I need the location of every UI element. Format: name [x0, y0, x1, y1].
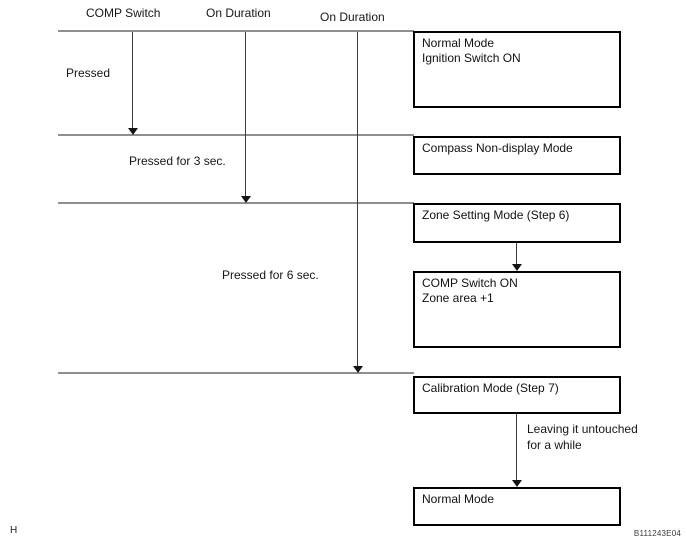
box-text-line: Compass Non-display Mode [422, 141, 573, 155]
zone-setting-to-comp-switch-arrow [516, 243, 517, 264]
press-6sec-arrow [357, 32, 358, 366]
column-label-on-duration-2: On Duration [320, 10, 385, 24]
box-normal-mode-end: Normal Mode [413, 487, 621, 526]
comp-switch-press-arrow [132, 32, 133, 128]
box-text-line: COMP Switch ON [422, 276, 518, 290]
timeline-divider-4 [58, 372, 414, 374]
box-comp-switch-on-zone-area: COMP Switch ON Zone area +1 [413, 271, 621, 348]
arrow-label-line: for a while [527, 438, 582, 452]
timeline-divider-2 [58, 134, 414, 136]
figure-code: B111243E04 [633, 529, 681, 538]
transition-label-pressed-3sec: Pressed for 3 sec. [129, 154, 226, 168]
calibration-to-normal-arrow [516, 414, 517, 480]
box-text-line: Calibration Mode (Step 7) [422, 381, 559, 395]
box-text-line: Zone area +1 [422, 291, 494, 305]
box-text-line: Ignition Switch ON [422, 51, 521, 65]
box-text-line: Normal Mode [422, 492, 495, 506]
box-normal-mode-start: Normal Mode Ignition Switch ON [413, 31, 621, 108]
box-zone-setting-mode: Zone Setting Mode (Step 6) [413, 203, 621, 243]
box-text-line: Zone Setting Mode (Step 6) [422, 208, 570, 222]
transition-label-pressed-6sec: Pressed for 6 sec. [222, 268, 319, 282]
box-calibration-mode: Calibration Mode (Step 7) [413, 376, 621, 414]
column-label-on-duration-1: On Duration [206, 6, 271, 20]
arrow-label-leaving-untouched: Leaving it untouched for a while [527, 421, 638, 453]
transition-label-pressed: Pressed [66, 66, 111, 80]
arrow-label-line: Leaving it untouched [527, 422, 638, 436]
press-3sec-arrow [245, 32, 246, 196]
timeline-divider-3 [58, 202, 414, 204]
box-compass-non-display-mode: Compass Non-display Mode [413, 136, 621, 175]
page-marker: H [10, 525, 18, 536]
column-label-comp-switch: COMP Switch [86, 6, 161, 20]
timeline-divider-1 [58, 30, 414, 32]
box-text-line: Normal Mode [422, 36, 495, 50]
